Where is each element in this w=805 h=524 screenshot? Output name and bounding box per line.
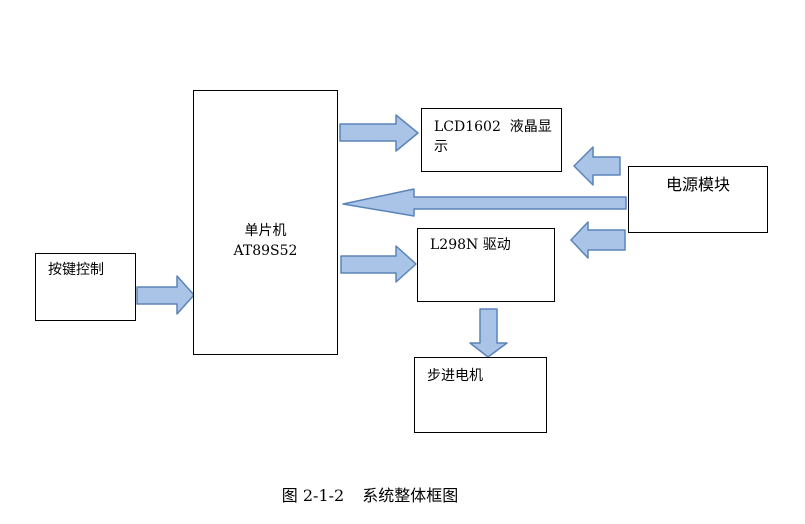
arrow-driver-to-motor — [469, 308, 508, 358]
lcd-block: LCD1602 液晶显 示 — [421, 108, 562, 172]
mcu-block: 单片机 AT89S52 — [193, 90, 338, 355]
driver-block: L298N 驱动 — [417, 228, 555, 302]
caption-title: 系统整体框图 — [362, 486, 459, 505]
keypad-label: 按键控制 — [48, 262, 104, 278]
keypad-block: 按键控制 — [35, 253, 136, 321]
motor-label: 步进电机 — [427, 368, 483, 384]
arrow-mcu-to-lcd — [339, 114, 419, 152]
mcu-model: AT89S52 — [233, 243, 298, 259]
driver-label: L298N 驱动 — [430, 237, 511, 253]
arrow-power-to-driver — [570, 221, 626, 259]
lcd-label-line2: 示 — [434, 139, 448, 155]
arrow-mcu-to-driver — [340, 245, 417, 283]
motor-block: 步进电机 — [414, 357, 547, 433]
arrow-keypad-to-mcu — [136, 275, 195, 315]
power-label: 电源模块 — [665, 175, 730, 194]
lcd-label-line1: LCD1602 液晶显 — [434, 119, 552, 135]
caption-number: 图 2-1-2 — [281, 486, 345, 505]
mcu-label: 单片机 — [244, 223, 287, 239]
arrow-power-to-lcd — [573, 146, 621, 186]
power-block: 电源模块 — [628, 166, 768, 233]
arrow-power-to-mcu — [342, 188, 627, 217]
figure-caption: 图 2-1-2 系统整体框图 — [0, 482, 740, 506]
